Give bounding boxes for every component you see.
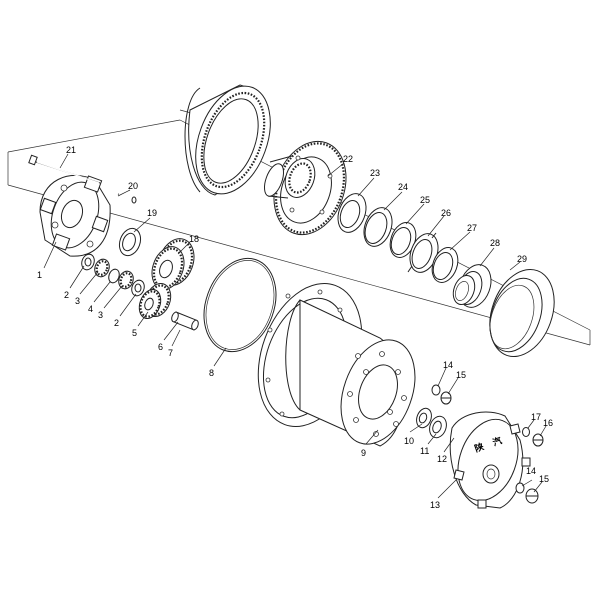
- callout-2b: 2: [114, 318, 119, 328]
- part-15-plug-lower: [525, 488, 539, 504]
- part-20-pin: [117, 192, 137, 204]
- part-3-bearing-right: [118, 270, 134, 290]
- callout-8: 8: [209, 368, 214, 378]
- part-3-bearing-left: [94, 258, 110, 278]
- callout-27: 27: [467, 223, 477, 233]
- callout-11: 11: [420, 446, 429, 456]
- part-16-bolt: [532, 433, 544, 447]
- part-2-washer-right: [131, 279, 145, 297]
- callout-24: 24: [398, 182, 408, 192]
- part-15-plug-upper: [440, 391, 452, 405]
- part-18-planet-gear: [151, 238, 195, 290]
- part-13-hub-cover: 陕 汽: [449, 411, 531, 509]
- part-14-washer-lower: [515, 482, 525, 494]
- callout-18: 18: [189, 234, 199, 244]
- part-14-washer-upper: [431, 384, 441, 396]
- callout-6: 6: [158, 342, 163, 352]
- part-28-bearing: [452, 264, 492, 308]
- callout-labels: 1 2 2 3 3 4 5 6 7 8 9 10 11 12 13 14 14 …: [37, 145, 553, 510]
- part-23-ring: [337, 193, 367, 233]
- part-21-bolt: [28, 154, 101, 184]
- callout-5: 5: [132, 328, 137, 338]
- callout-28: 28: [490, 238, 500, 248]
- callout-14a: 14: [443, 360, 453, 370]
- callout-10: 10: [404, 436, 414, 446]
- part-26-tab-washer: [407, 232, 439, 273]
- callout-22: 22: [343, 154, 353, 164]
- part-10-washer: [416, 407, 432, 429]
- callout-2a: 2: [64, 290, 69, 300]
- callout-15b: 15: [539, 474, 549, 484]
- internal-ring-gear-top: [184, 84, 271, 196]
- callout-25: 25: [420, 195, 430, 205]
- callout-12: 12: [437, 454, 447, 464]
- callout-19: 19: [147, 208, 157, 218]
- leader-lines: [43, 153, 547, 499]
- part-27-ring: [431, 247, 459, 283]
- part-6-shaft: [171, 311, 199, 331]
- part-9-hub-housing: [257, 283, 416, 447]
- part-11-seal-ring: [429, 415, 447, 439]
- part-2-washer-left: [81, 253, 95, 271]
- part-17-washer: [522, 427, 530, 437]
- part-22-ring-gear: [263, 140, 347, 236]
- callout-4: 4: [88, 304, 93, 314]
- callout-15a: 15: [456, 370, 466, 380]
- callout-9: 9: [361, 448, 366, 458]
- callout-29: 29: [517, 254, 527, 264]
- callout-23: 23: [370, 168, 380, 178]
- part-19-washer: [118, 227, 142, 257]
- callout-17: 17: [531, 412, 541, 422]
- cover-mark-2: 汽: [491, 434, 503, 447]
- part-8-o-ring: [203, 257, 277, 353]
- part-4-spacer: [108, 268, 120, 284]
- part-29-bearing-cup: [489, 268, 555, 358]
- callout-16: 16: [543, 418, 553, 428]
- callout-7: 7: [168, 348, 173, 358]
- callout-3b: 3: [98, 310, 103, 320]
- part-24-ring: [363, 207, 393, 247]
- callout-26: 26: [441, 208, 451, 218]
- callout-21: 21: [66, 145, 76, 155]
- callout-13: 13: [430, 500, 440, 510]
- callout-3a: 3: [75, 296, 80, 306]
- callout-20: 20: [128, 181, 138, 191]
- part-1-planet-carrier: [39, 175, 111, 257]
- part-5-planet-gear: [138, 283, 172, 320]
- callout-14b: 14: [526, 466, 536, 476]
- callout-1: 1: [37, 270, 42, 280]
